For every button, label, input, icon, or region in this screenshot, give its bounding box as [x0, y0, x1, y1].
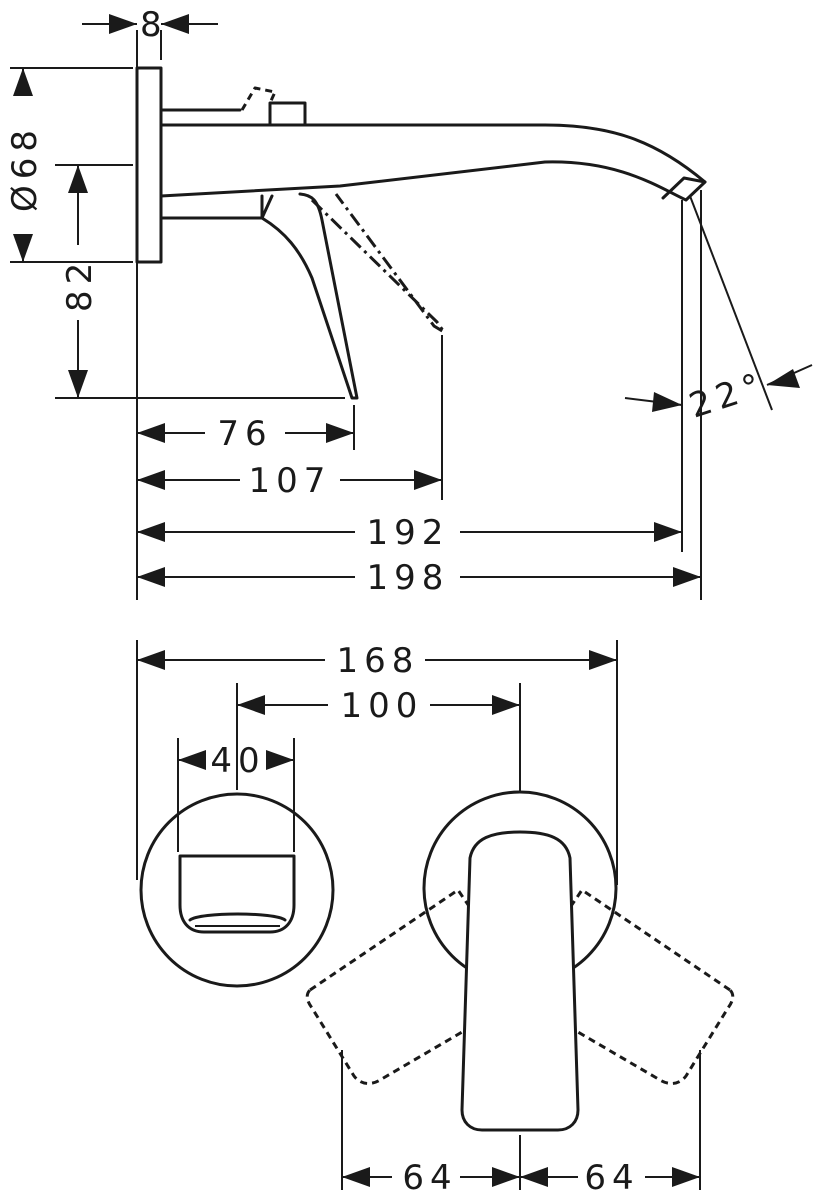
- spout-outlet: [178, 854, 296, 934]
- dim-lever-projection-open: 107: [137, 461, 442, 501]
- dim-lever-projection-label: 76: [217, 414, 272, 454]
- wall-plate: [135, 66, 163, 264]
- dim-plate-diameter: Ø68: [5, 68, 45, 262]
- dim-spout-width: 40: [178, 741, 294, 781]
- dim-lever-swing-right-label: 64: [584, 1158, 639, 1198]
- lever-base: [159, 194, 264, 220]
- dim-spout-width-label: 40: [210, 741, 265, 781]
- dim-lever-projection: 76: [137, 414, 354, 454]
- dim-spout-height: 82: [60, 165, 100, 398]
- side-view: [135, 66, 707, 400]
- diverter-open-outline: [240, 86, 277, 111]
- dim-lever-projection-open-label: 107: [249, 461, 332, 501]
- dim-plate-depth-label: 8: [140, 5, 168, 45]
- dim-lever-swing: 64 64: [342, 1158, 700, 1198]
- dim-spout-height-label: 82: [60, 257, 100, 312]
- spout-rosette: [139, 792, 335, 988]
- dim-center-distance-total-label: 168: [337, 641, 420, 681]
- diverter-button: [268, 101, 307, 127]
- front-view: [139, 790, 735, 1132]
- dim-total-projection-label: 198: [367, 558, 450, 598]
- lever-closed: [260, 192, 359, 400]
- front-extension-lines: [136, 640, 701, 1190]
- dim-center-distance-label: 100: [341, 686, 424, 726]
- dim-lever-swing-left-label: 64: [402, 1158, 457, 1198]
- extension-lines: [10, 30, 773, 600]
- dim-spout-projection-label: 192: [367, 513, 450, 553]
- dim-plate-depth: 8: [82, 5, 218, 45]
- lever-open-outline: [310, 193, 446, 334]
- dim-center-distance-total: 168: [137, 641, 617, 681]
- dim-spout-angle-label: 22°: [684, 364, 771, 426]
- lever-handle: [460, 830, 580, 1132]
- dim-total-projection: 198: [137, 558, 701, 598]
- dim-spout-angle: 22°: [624, 364, 813, 427]
- dim-spout-projection: 192: [137, 513, 682, 553]
- dim-center-distance: 100: [237, 686, 520, 726]
- spout: [159, 108, 707, 202]
- spout-tip: [661, 176, 707, 200]
- dim-plate-diameter-label: Ø68: [5, 124, 45, 212]
